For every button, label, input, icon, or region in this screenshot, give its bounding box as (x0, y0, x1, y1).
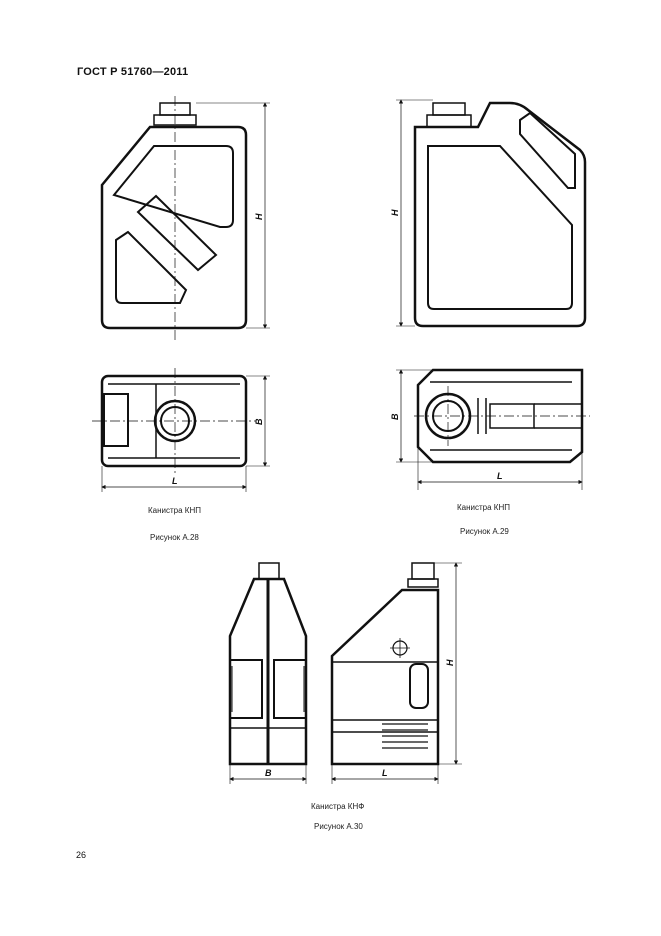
dim-label-h-fig28: H (254, 213, 264, 220)
dim-label-b-fig30: B (265, 768, 272, 778)
fig30-side-view (330, 562, 462, 784)
fig29-top-view (396, 368, 590, 490)
fig30-front-view (228, 562, 308, 784)
dim-label-l-fig30: L (382, 768, 388, 778)
dim-label-l-fig29-top: L (497, 471, 503, 481)
fig28-number: Рисунок А.28 (150, 533, 199, 542)
dim-label-l-fig28-top: L (172, 476, 178, 486)
dim-label-h-fig30: H (445, 659, 455, 666)
fig30-caption: Канистра КНФ (311, 802, 365, 811)
dim-label-b-fig28-top: B (254, 418, 264, 425)
dim-label-b-fig29-top: B (390, 413, 400, 420)
fig30-number: Рисунок А.30 (314, 822, 363, 831)
dim-label-h-fig29: H (390, 209, 400, 216)
fig29-caption: Канистра КНП (457, 503, 510, 512)
fig28-caption: Канистра КНП (148, 506, 201, 515)
document-header: ГОСТ Р 51760—2011 (77, 66, 189, 78)
page-number: 26 (76, 850, 87, 860)
fig28-front-view (100, 96, 270, 340)
fig29-side-view (396, 99, 587, 328)
fig29-number: Рисунок А.29 (460, 527, 509, 536)
fig28-top-view (92, 368, 270, 492)
